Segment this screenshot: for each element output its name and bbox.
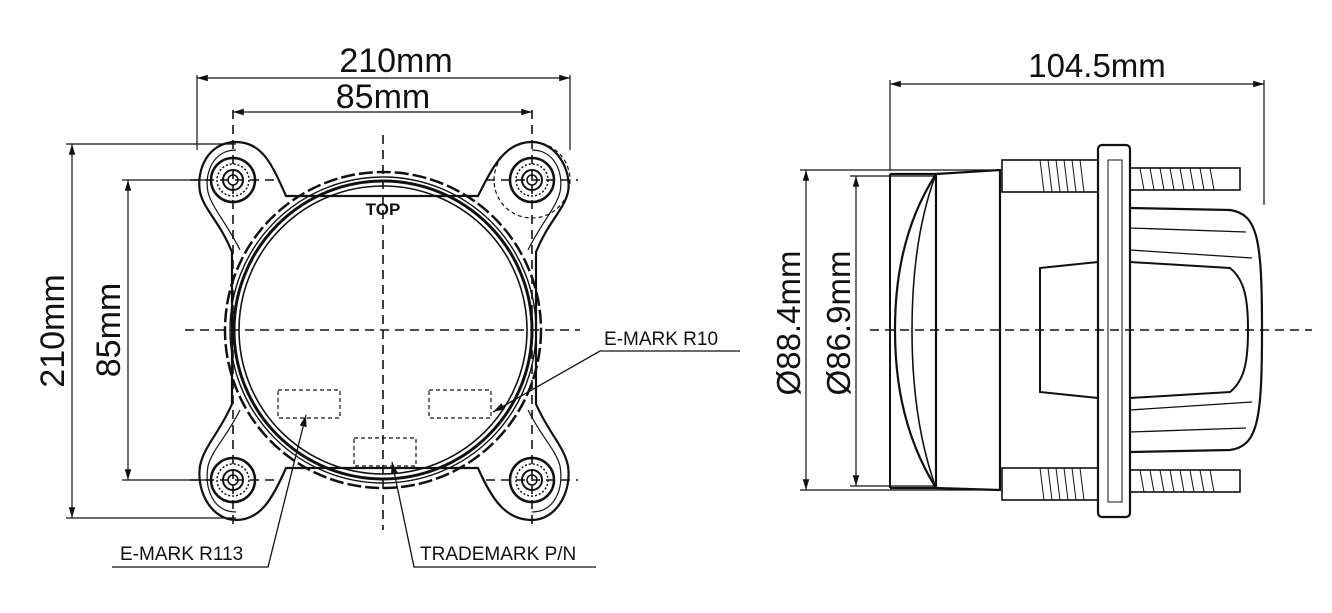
top-mark: TOP	[366, 200, 401, 219]
leader-emark-r113	[112, 414, 307, 568]
trademark-box	[353, 437, 417, 467]
dim-width-overall: 210mm	[339, 42, 452, 80]
dim-height-holes: 85mm	[90, 283, 128, 377]
front-view: TOP 210mm 85mm 210mm 85mm E-MARK R10 E-M…	[34, 42, 740, 568]
bolt-bottom-left	[209, 456, 257, 504]
emark-r10-box	[428, 389, 492, 419]
leader-emark-r10	[492, 350, 740, 413]
label-trademark: TRADEMARK P/N	[420, 544, 576, 565]
stud-top	[1001, 159, 1241, 193]
rear-heatsink-fins	[1129, 227, 1253, 433]
mount-flange-plate	[1096, 143, 1132, 519]
dim-width-holes: 85mm	[336, 78, 430, 116]
rear-heatsink	[1129, 206, 1264, 454]
housing-body	[934, 168, 1002, 492]
dim-dia-outer: Ø88.4mm	[770, 251, 807, 396]
emark-r113-box	[277, 389, 341, 419]
lens-dome	[890, 172, 939, 490]
flange-inner-edge	[206, 149, 562, 513]
mounting-flange	[198, 140, 570, 522]
label-emark-r10: E-MARK R10	[604, 329, 718, 350]
lens-dome-inner	[911, 173, 937, 489]
dim-depth: 104.5mm	[1028, 47, 1166, 84]
mount-flange-inner	[1107, 159, 1123, 503]
dim-height-overall: 210mm	[34, 274, 72, 387]
dim-dia-inner: Ø86.9mm	[820, 251, 857, 396]
side-view: 104.5mm Ø88.4mm Ø86.9mm	[770, 47, 1312, 519]
bolt-top-left	[209, 156, 257, 204]
leader-trademark	[390, 461, 596, 568]
label-emark-r113: E-MARK R113	[120, 544, 243, 565]
stud-bottom	[1001, 467, 1241, 501]
